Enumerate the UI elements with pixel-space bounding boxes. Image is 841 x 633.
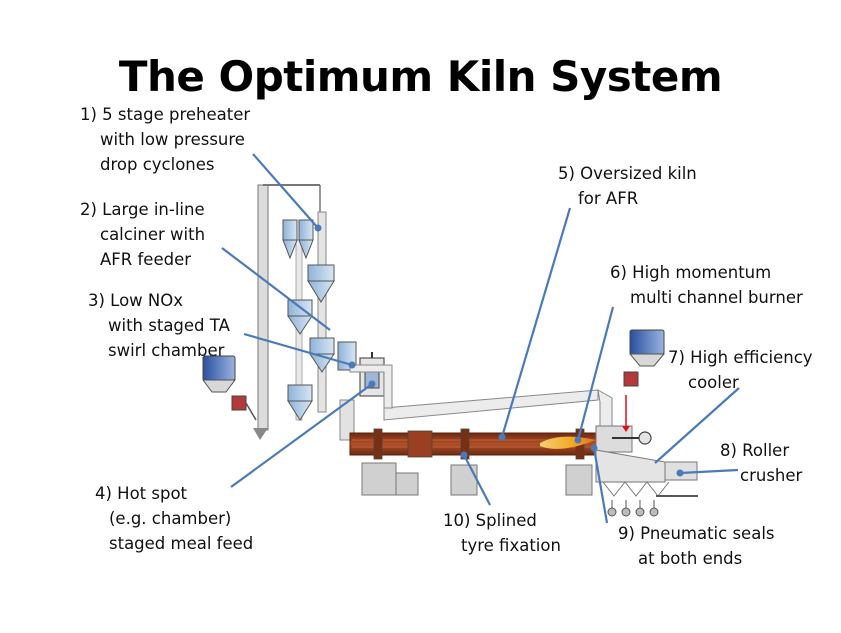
page-title: The Optimum Kiln System (118, 52, 723, 101)
label-tyre: 10) Splined tyre fixation (443, 511, 561, 555)
leader-cooler (654, 387, 740, 464)
cyclone-stage-3 (287, 299, 313, 335)
leader-preheater (252, 153, 319, 229)
label-hot-spot: 4) Hot spot (e.g. chamber) staged meal f… (95, 484, 254, 553)
label-cooler: 7) High efficiency cooler (668, 348, 813, 392)
burner-flame (540, 436, 596, 449)
leader-low-nox (243, 332, 353, 367)
cyclone-stage-2 (307, 264, 335, 303)
label-crusher: 8) Roller crusher (720, 441, 803, 485)
leader-lines (221, 153, 740, 524)
leader-burner (576, 306, 615, 441)
label-low-nox: 3) Low NOx with staged TA swirl chamber (88, 291, 230, 360)
label-kiln: 5) Oversized kiln for AFR (558, 164, 697, 208)
leader-seals (592, 447, 609, 524)
cyclone-stage-5 (287, 384, 313, 421)
label-preheater: 1) 5 stage preheater with low pressure d… (80, 105, 251, 174)
label-burner: 6) High momentum multi channel burner (610, 263, 803, 307)
label-seals: 9) Pneumatic seals at both ends (618, 524, 775, 568)
label-calciner: 2) Large in-line calciner with AFR feede… (80, 200, 206, 269)
leader-crusher (679, 468, 739, 475)
afr-feed-hopper-left (202, 355, 257, 421)
tertiary-air-duct (349, 364, 613, 431)
leader-hot-spot (230, 383, 373, 488)
clinker-cooler (595, 449, 698, 517)
leader-kiln (500, 207, 572, 438)
leader-calciner (221, 247, 331, 331)
leader-tyre (463, 454, 491, 506)
kiln-inlet-riser (339, 399, 355, 441)
kiln-hood (595, 395, 652, 453)
afr-feed-hopper-right (623, 329, 666, 387)
cyclone-stage-1 (282, 219, 314, 260)
